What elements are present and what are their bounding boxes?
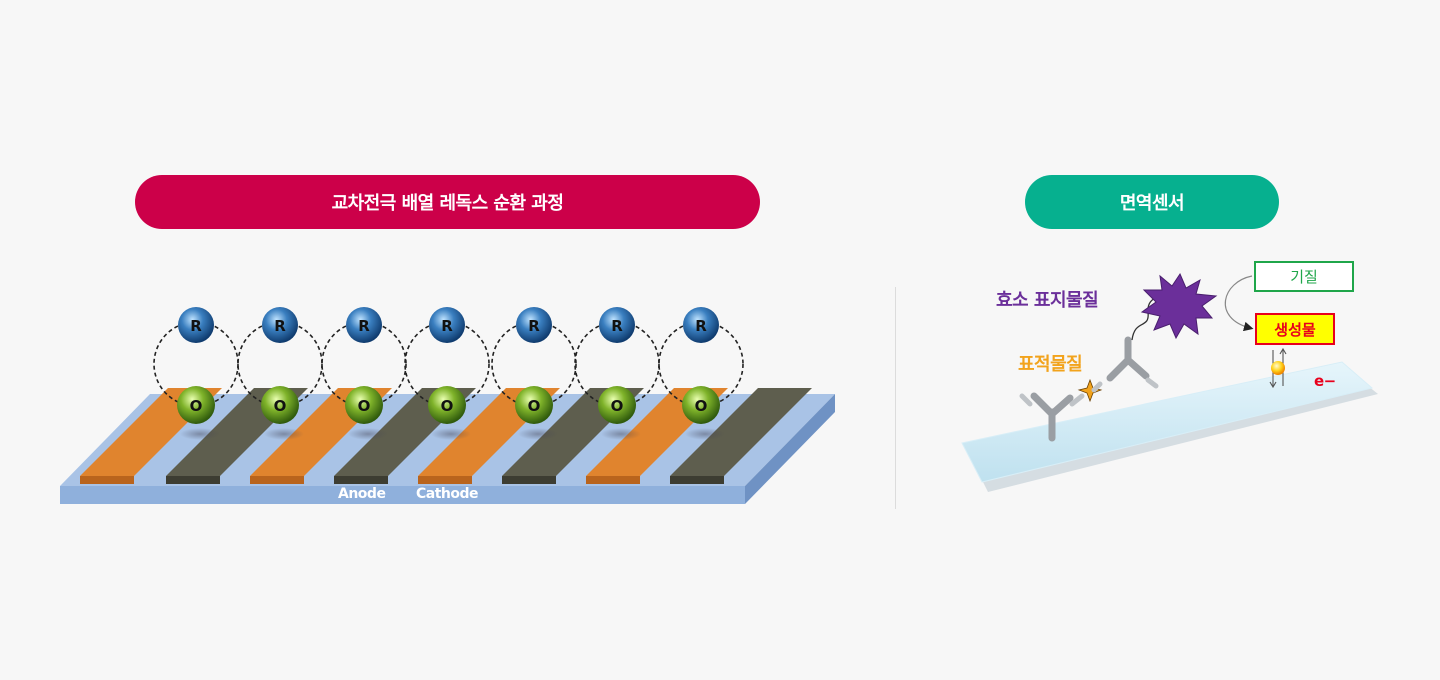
oxidized-molecule: [682, 386, 720, 424]
anode-label: Anode: [338, 486, 386, 502]
reduced-symbol: R: [274, 317, 286, 335]
conversion-arrow: [1224, 275, 1254, 332]
reduced-molecule: [346, 307, 382, 343]
product-box: 생성물: [1255, 313, 1335, 345]
enzyme-label: 효소 표지물질: [996, 290, 1099, 311]
oxidized-symbol: O: [695, 397, 708, 415]
capture-antibody-icon: [1019, 392, 1085, 442]
oxidized-symbol: O: [528, 397, 541, 415]
immunosensor-diagram: [961, 272, 1378, 492]
redox-cycling-diagram: R R R R R R R O O O O O O O: [60, 307, 835, 504]
reduced-symbol: R: [528, 317, 540, 335]
enzyme-label-icon: [1140, 272, 1218, 340]
oxidized-molecule: [598, 386, 636, 424]
oxidized-molecule: [515, 386, 553, 424]
substrate-front: [60, 486, 745, 504]
oxidized-species-row: O O O O O O O: [177, 386, 720, 424]
reduced-molecule: [599, 307, 635, 343]
reduced-symbol: R: [441, 317, 453, 335]
oxidized-symbol: O: [274, 397, 287, 415]
oxidized-molecule: [177, 386, 215, 424]
reduced-symbol: R: [358, 317, 370, 335]
oxidized-symbol: O: [611, 397, 624, 415]
sensor-strip: [961, 361, 1374, 483]
left-section-header: 교차전극 배열 레독스 순환 과정: [135, 175, 760, 229]
electron-label: e−: [1314, 372, 1336, 390]
reduced-molecule: [516, 307, 552, 343]
reduced-symbol: R: [190, 317, 202, 335]
oxidized-symbol: O: [358, 397, 371, 415]
oxidized-molecule: [428, 386, 466, 424]
oxidized-symbol: O: [190, 397, 203, 415]
reduced-molecule: [262, 307, 298, 343]
reduced-symbol: R: [695, 317, 707, 335]
reduced-molecule: [429, 307, 465, 343]
reduced-symbol: R: [611, 317, 623, 335]
substrate-box: 기질: [1254, 261, 1354, 292]
reduced-molecule: [178, 307, 214, 343]
oxidized-molecule: [261, 386, 299, 424]
reduced-species-row: R R R R R R R: [178, 307, 719, 343]
substrate-side: [745, 394, 835, 504]
right-section-header: 면역센서: [1025, 175, 1279, 229]
section-divider: [895, 287, 896, 509]
detection-antibody-icon: [1091, 336, 1159, 393]
electron-mediator-icon: [1271, 361, 1285, 375]
oxidized-molecule: [345, 386, 383, 424]
cathode-label: Cathode: [416, 486, 479, 502]
reduced-molecule: [683, 307, 719, 343]
oxidized-symbol: O: [441, 397, 454, 415]
target-label: 표적물질: [1018, 354, 1083, 375]
